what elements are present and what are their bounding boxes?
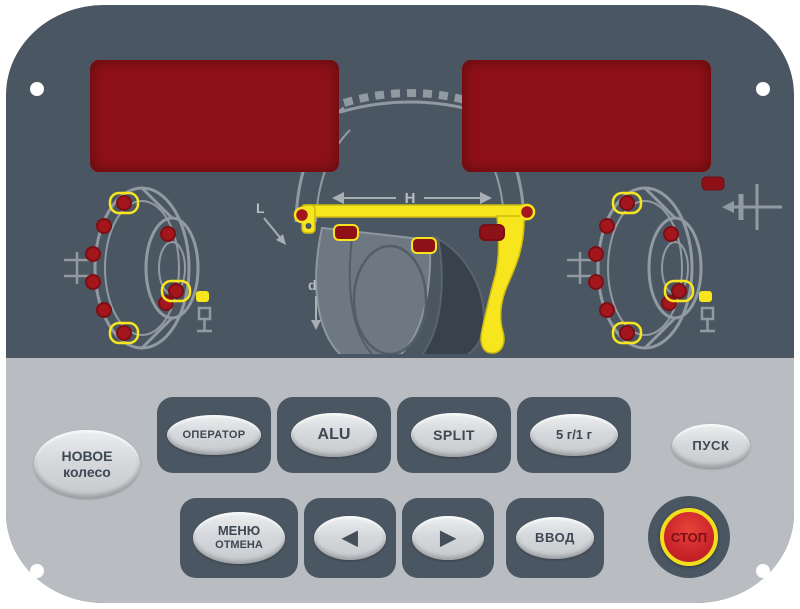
stop-button[interactable]: СТОП xyxy=(660,508,718,566)
dimension-h: H xyxy=(332,190,492,207)
alu-key-tile: ALU xyxy=(277,397,391,473)
menu-cancel-button[interactable]: МЕНЮ ОТМЕНА xyxy=(193,512,285,564)
grams-mode-button[interactable]: 5 г/1 г xyxy=(530,414,618,456)
alu-label: ALU xyxy=(317,425,351,443)
rim-graphic xyxy=(315,226,486,354)
operator-label: ОПЕРАТОР xyxy=(182,428,246,441)
left-wheel-graphic xyxy=(62,186,214,350)
right-arrow-key-tile: ▶ xyxy=(402,498,494,578)
dim-l-label: L xyxy=(256,200,265,216)
left-arrow-icon: ◀ xyxy=(342,526,358,549)
left-arrow-key-tile: ◀ xyxy=(304,498,396,578)
stop-label: СТОП xyxy=(670,529,708,545)
menu-key-tile: МЕНЮ ОТМЕНА xyxy=(180,498,298,578)
cancel-label: ОТМЕНА xyxy=(215,539,263,552)
grams-mode-label: 5 г/1 г xyxy=(555,426,593,442)
grams-key-tile: 5 г/1 г xyxy=(517,397,631,473)
operator-button[interactable]: ОПЕРАТОР xyxy=(167,415,261,455)
start-button[interactable]: ПУСК xyxy=(672,424,750,468)
dim-h-label: H xyxy=(405,190,416,207)
alu-button[interactable]: ALU xyxy=(291,413,377,457)
screw-top-right xyxy=(756,82,770,96)
enter-key-tile: ВВОД xyxy=(506,498,604,578)
split-button[interactable]: SPLIT xyxy=(411,413,497,457)
menu-label: МЕНЮ xyxy=(217,523,261,539)
left-arrow-button[interactable]: ◀ xyxy=(314,516,386,560)
screw-bottom-right xyxy=(756,564,770,578)
wheel-type-icon xyxy=(722,184,782,230)
new-wheel-label-2: колесо xyxy=(63,464,111,480)
dim-d-label: d xyxy=(308,277,317,293)
dimension-l: L xyxy=(256,200,286,245)
split-label: SPLIT xyxy=(433,426,475,443)
right-wheel-graphic xyxy=(565,186,717,350)
balancing-diagram: H L d xyxy=(62,89,782,354)
split-key-tile: SPLIT xyxy=(397,397,511,473)
stop-key-tile: СТОП xyxy=(648,496,730,578)
operator-key-tile: ОПЕРАТОР xyxy=(157,397,271,473)
screw-bottom-left xyxy=(30,564,44,578)
start-label: ПУСК xyxy=(692,437,730,453)
new-wheel-label-1: НОВОЕ xyxy=(61,447,113,464)
rim-position-leds xyxy=(293,203,536,254)
gauge-arm xyxy=(301,204,525,354)
right-arrow-icon: ▶ xyxy=(440,526,456,549)
dimension-d: d xyxy=(308,277,321,330)
mode-indicator xyxy=(701,176,782,230)
left-weight-display xyxy=(90,60,339,172)
new-wheel-button[interactable]: НОВОЕ колесо xyxy=(34,430,140,498)
enter-button[interactable]: ВВОД xyxy=(516,517,594,559)
right-weight-display xyxy=(462,60,711,172)
right-arrow-button[interactable]: ▶ xyxy=(412,516,484,560)
enter-label: ВВОД xyxy=(534,529,576,545)
screw-top-left xyxy=(30,82,44,96)
